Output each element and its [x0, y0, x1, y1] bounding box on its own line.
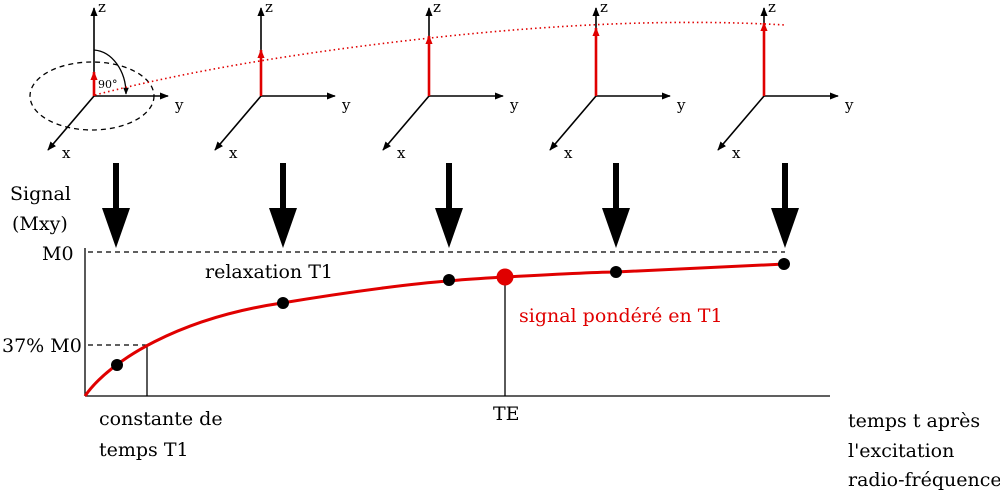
axis-triad-1: z y x — [47, 0, 184, 162]
angle-label: 90° — [98, 78, 118, 91]
x-axis-arrow — [382, 95, 430, 151]
x-axis-arrow — [214, 95, 262, 151]
y-axis-title-line2: (Mxy) — [12, 213, 68, 235]
curve-point-2 — [277, 297, 289, 309]
z-label: z — [768, 0, 776, 16]
axis-triad-5: z y x — [717, 0, 854, 162]
relaxation-curve — [83, 262, 786, 397]
z-label: z — [600, 0, 608, 16]
x-label: x — [229, 144, 238, 162]
y-label: y — [341, 96, 351, 114]
x-label: x — [564, 144, 573, 162]
readout-arrow-2 — [269, 163, 297, 248]
te-label: TE — [493, 403, 520, 425]
z-label: z — [98, 0, 106, 16]
z-label: z — [265, 0, 273, 16]
readout-arrow-head — [102, 208, 130, 248]
readout-arrow-head — [771, 208, 799, 248]
axis-triad-3: z y x — [382, 0, 519, 162]
readout-arrow-head — [435, 208, 463, 248]
curve-point-3 — [443, 274, 455, 286]
y-axis-title-line1: Signal — [10, 183, 71, 205]
x-label: x — [732, 144, 741, 162]
axis-triad-4: z y x — [549, 0, 686, 162]
x-axis-title-line1: temps t après — [848, 410, 980, 432]
curve-point-5 — [778, 258, 790, 270]
magnetization-triads: 90° z y x z y x z y x z y x z y x — [29, 0, 854, 162]
t1-constant-label-line1: constante de — [99, 408, 223, 430]
readout-arrow-head — [602, 208, 630, 248]
y-label: y — [676, 96, 686, 114]
x-axis-arrow — [717, 95, 765, 151]
axis-triad-2: z y x — [214, 0, 351, 162]
relaxation-label: relaxation T1 — [205, 261, 333, 283]
x-axis-title-line2: l'excitation — [848, 440, 954, 462]
readout-arrow-4 — [602, 163, 630, 248]
z-label: z — [433, 0, 441, 16]
x-label: x — [397, 144, 406, 162]
readout-arrows — [102, 163, 799, 248]
x-axis-arrow — [47, 95, 95, 151]
te-point — [496, 268, 514, 286]
x-axis-title-line3: radio-fréquence — [848, 469, 1000, 491]
x-axis-arrow — [549, 95, 597, 151]
magnetization-envelope — [94, 21, 786, 96]
x-label: x — [62, 144, 71, 162]
curve-point-1 — [111, 359, 123, 371]
readout-arrow-3 — [435, 163, 463, 248]
weighted-signal-label: signal pondéré en T1 — [519, 305, 723, 327]
y-label: y — [174, 96, 184, 114]
readout-arrow-5 — [771, 163, 799, 248]
m0-label: M0 — [42, 243, 74, 265]
signal-plot: Signal (Mxy) M0 37% M0 relaxation T1 sig… — [2, 183, 1000, 491]
readout-arrow-head — [269, 208, 297, 248]
m0-37-label: 37% M0 — [2, 335, 82, 357]
y-label: y — [509, 96, 519, 114]
readout-arrow-1 — [102, 163, 130, 248]
rotation-arc-90 — [93, 49, 129, 95]
curve-point-4 — [610, 266, 622, 278]
t1-constant-label-line2: temps T1 — [99, 439, 189, 461]
y-label: y — [844, 96, 854, 114]
